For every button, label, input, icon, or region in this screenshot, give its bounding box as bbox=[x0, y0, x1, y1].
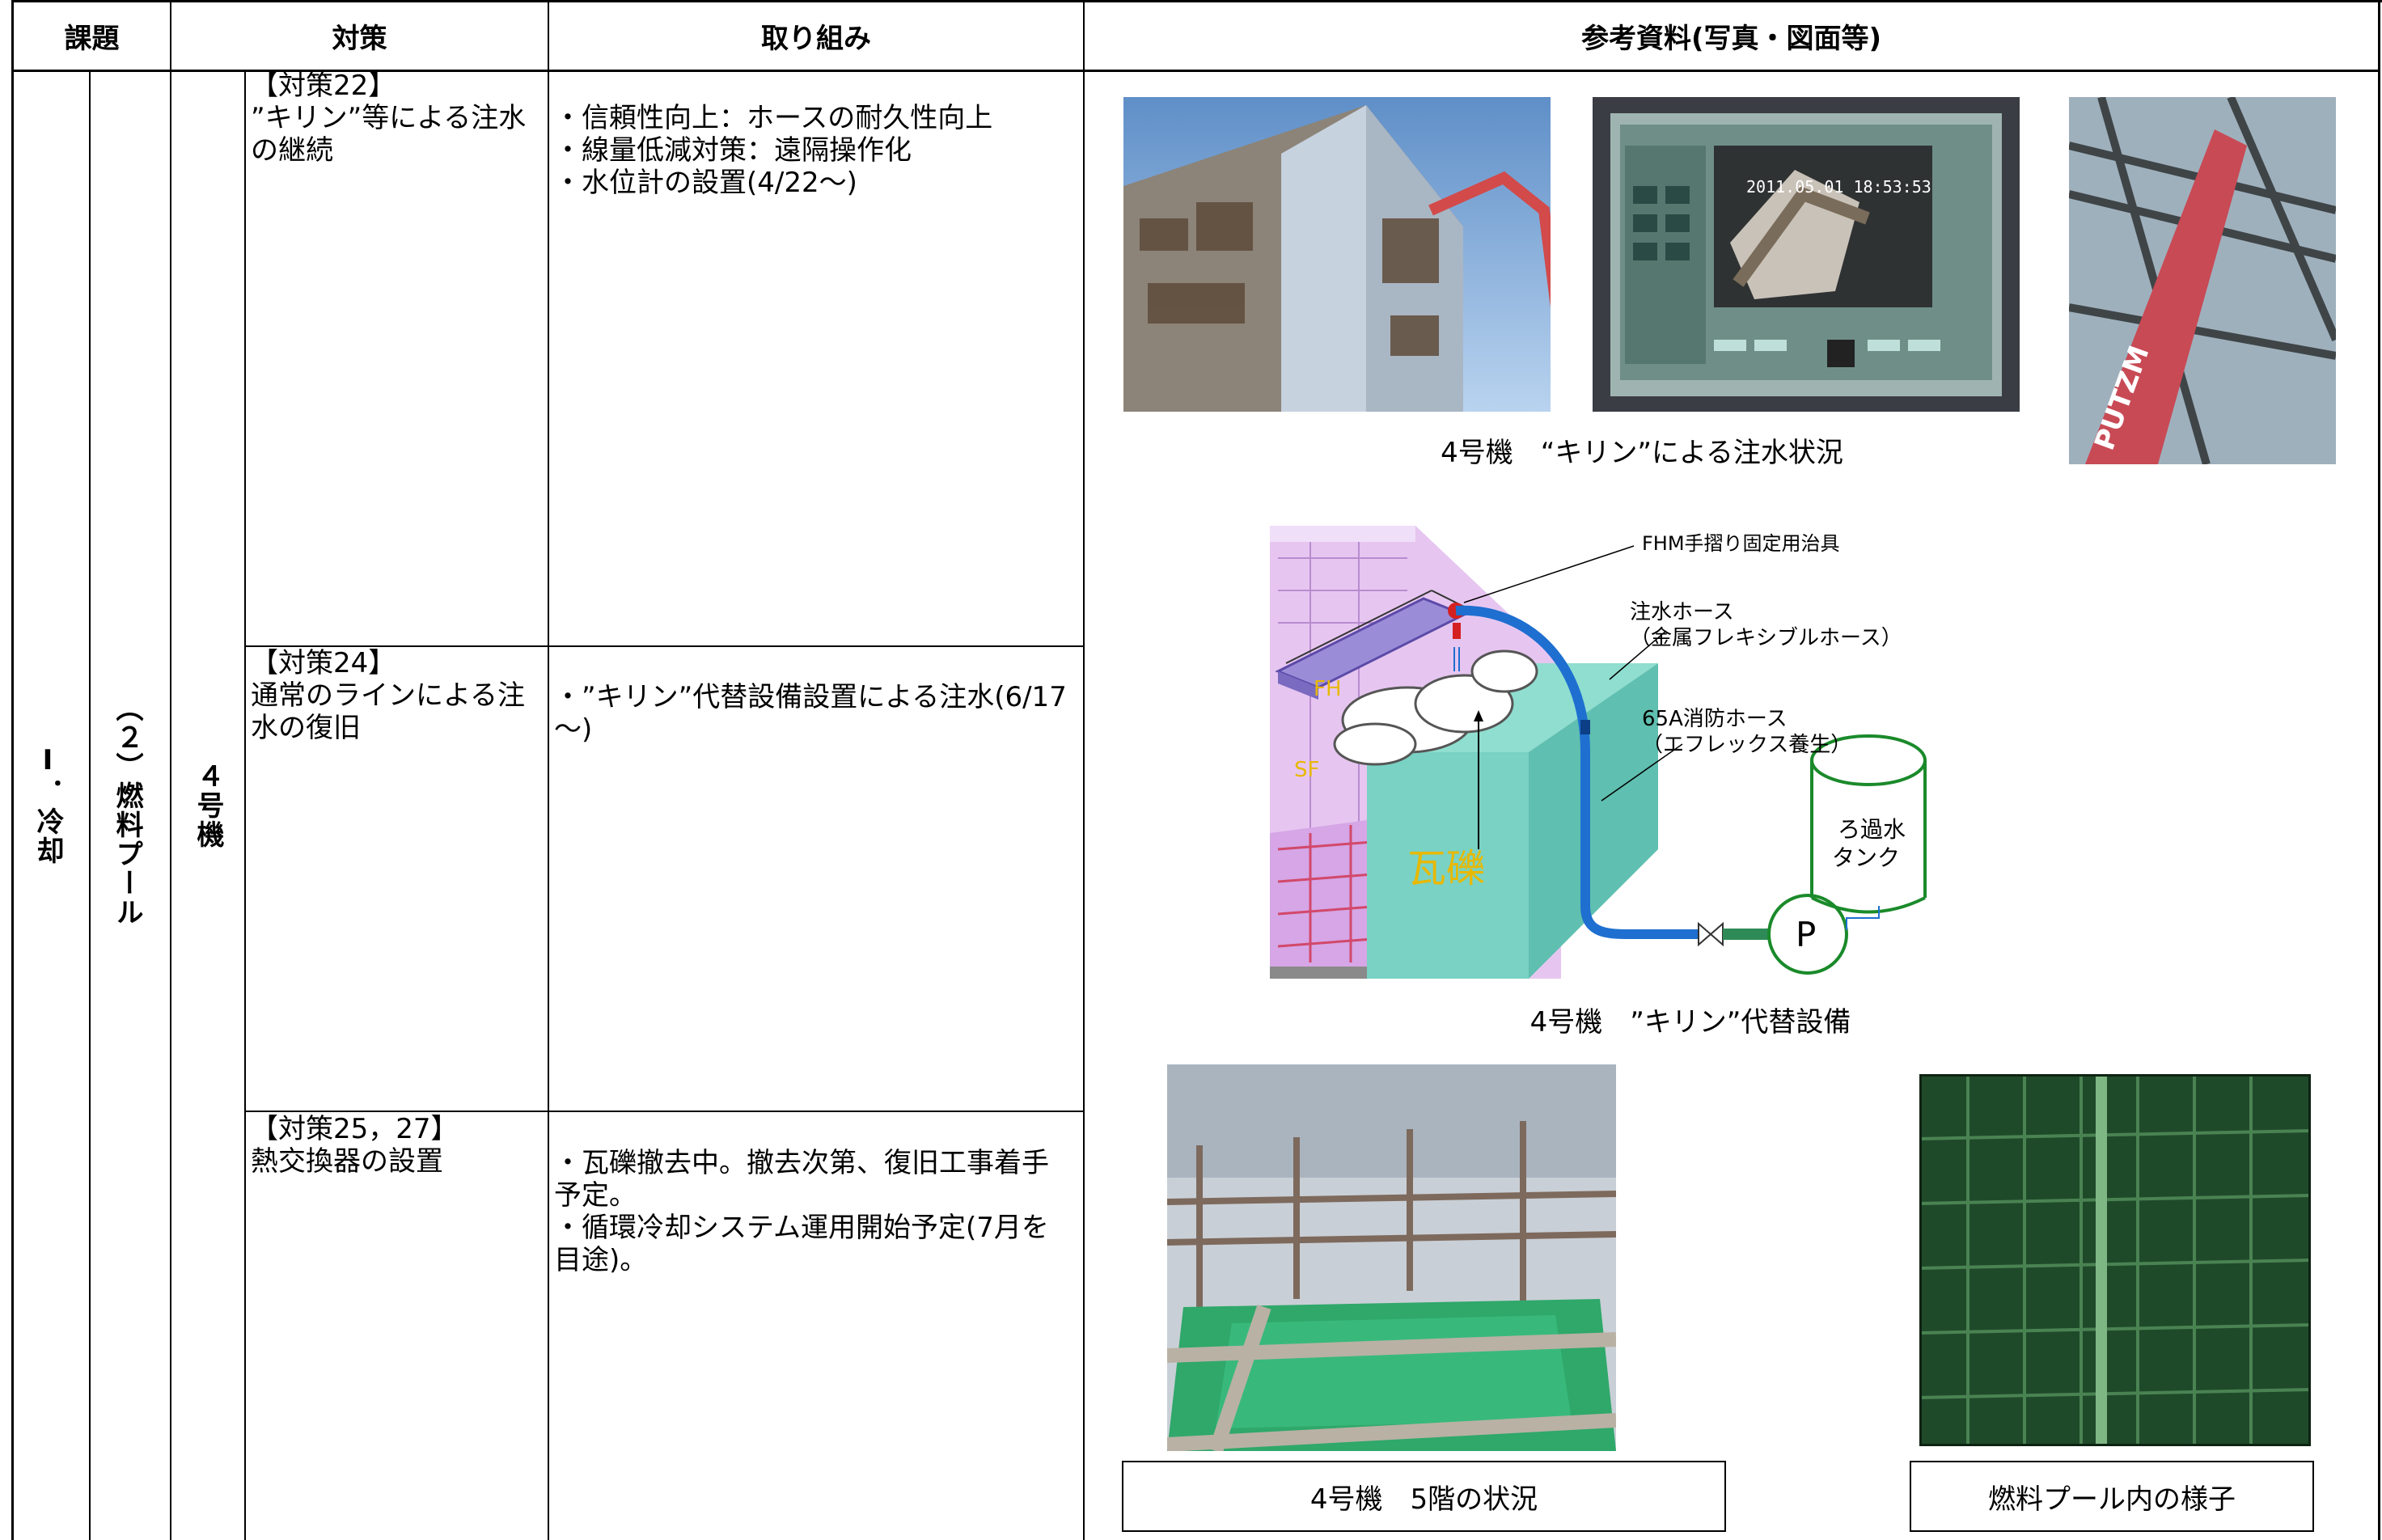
table-border-left bbox=[11, 0, 14, 1540]
header-actions: 取り組み bbox=[761, 22, 871, 55]
photo-fuel-pool bbox=[1919, 1074, 2311, 1446]
svg-text:（エフレックス養生）: （エフレックス養生） bbox=[1642, 733, 1851, 757]
photo-crane-arm: PUTZM bbox=[2069, 97, 2336, 464]
header-issue: 課題 bbox=[64, 22, 120, 55]
col-line-2 bbox=[548, 0, 549, 1540]
actions-25-27: ・瓦礫撤去中。撤去次第、復旧工事着手 予定。 ・循環冷却システム運用開始予定(7… bbox=[554, 1147, 1049, 1276]
header-bottom-line bbox=[11, 70, 2380, 72]
actions-24: ・”キリン”代替設備設置による注水(6/17 ～) bbox=[554, 681, 1067, 746]
row-line-2 bbox=[244, 1111, 1085, 1112]
monitor-timestamp: 2011.05.01 18:53:53 bbox=[1746, 177, 1931, 197]
caption-fifth-floor: 4号機 5階の状況 bbox=[1122, 1461, 1726, 1532]
photo-reactor-building bbox=[1123, 97, 1551, 412]
caption-fuel-pool-text: 燃料プール内の様子 bbox=[1988, 1483, 2236, 1516]
row-line-1 bbox=[244, 645, 1085, 647]
unit-label: ４号機 bbox=[192, 762, 224, 849]
col-line-sub2 bbox=[244, 71, 246, 1540]
caption-kirin-injection: 4号機 “キリン”による注水状況 bbox=[1441, 437, 1843, 469]
svg-text:タンク: タンク bbox=[1832, 844, 1900, 871]
col-line-sub1 bbox=[89, 71, 91, 1540]
table-border-right bbox=[2378, 0, 2380, 1540]
svg-text:FH: FH bbox=[1314, 677, 1342, 701]
svg-text:P: P bbox=[1796, 915, 1816, 954]
svg-text:65A消防ホース: 65A消防ホース bbox=[1642, 707, 1788, 731]
caption-fuel-pool: 燃料プール内の様子 bbox=[1910, 1461, 2314, 1532]
caption-kirin-alternative: 4号機 ”キリン”代替設備 bbox=[1529, 1006, 1851, 1039]
col-line-1 bbox=[170, 0, 171, 1540]
svg-text:SF: SF bbox=[1294, 758, 1319, 782]
header-references: 参考資料(写真・図面等) bbox=[1580, 22, 1882, 55]
actions-22: ・信頼性向上：ホースの耐久性向上 ・線量低減対策：遠隔操作化 ・水位計の設置(4… bbox=[554, 102, 993, 199]
caption-fifth-floor-text: 4号機 5階の状況 bbox=[1309, 1483, 1538, 1516]
header-measure: 対策 bbox=[332, 22, 387, 55]
table-border-top bbox=[11, 0, 2382, 2]
issue-label: Ⅰ．冷却 bbox=[32, 744, 64, 865]
svg-text:瓦礫: 瓦礫 bbox=[1407, 846, 1485, 891]
measure-24: 【対策24】 通常のラインによる注 水の復旧 bbox=[251, 647, 525, 744]
col-line-3 bbox=[1083, 0, 1085, 1540]
measure-25-27: 【対策25，27】 熱交換器の設置 bbox=[251, 1113, 459, 1178]
svg-text:FHM手摺り固定用治具: FHM手摺り固定用治具 bbox=[1642, 532, 1840, 555]
svg-text:ろ過水: ろ過水 bbox=[1838, 816, 1906, 843]
sub-issue-label: （２）燃料プール bbox=[111, 694, 143, 927]
diagram-kirin-alternative: FH SF 瓦礫 P ろ過水 タンク bbox=[1262, 526, 1990, 979]
photo-fifth-floor bbox=[1167, 1064, 1616, 1451]
measure-22: 【対策22】 ”キリン”等による注水 の継続 bbox=[251, 70, 527, 167]
photo-remote-monitor: 2011.05.01 18:53:53 bbox=[1593, 97, 2020, 412]
svg-text:注水ホース: 注水ホース bbox=[1630, 600, 1734, 624]
svg-text:（金属フレキシブルホース）: （金属フレキシブルホース） bbox=[1630, 626, 1902, 650]
